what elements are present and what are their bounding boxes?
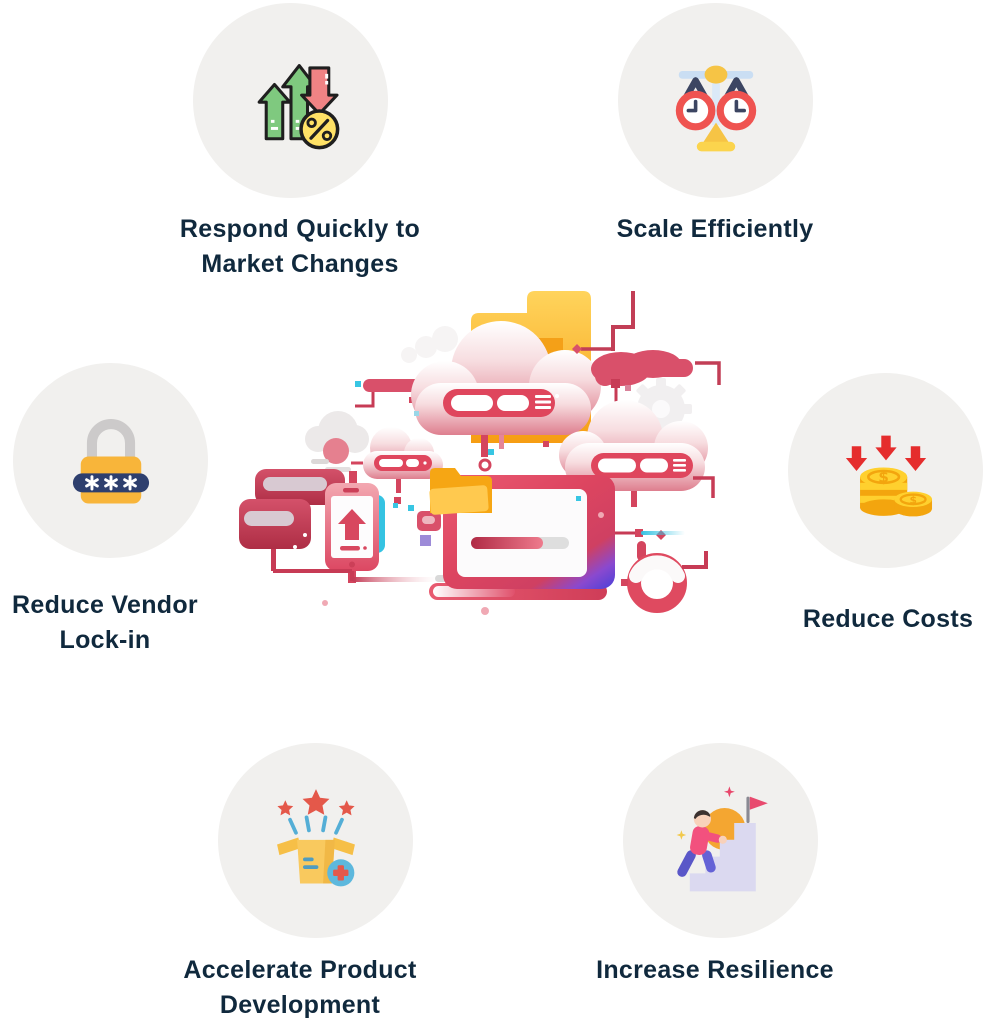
scatter-dots bbox=[322, 411, 604, 615]
benefit-label-reduce-costs: Reduce Costs bbox=[738, 602, 983, 637]
label-line: Scale Efficiently bbox=[616, 215, 814, 243]
label-line: Accelerate Product bbox=[183, 956, 417, 984]
svg-text:$: $ bbox=[909, 493, 916, 506]
label-line: Reduce Vendor bbox=[12, 591, 198, 619]
label-line: Increase Resilience bbox=[596, 956, 834, 984]
small-gray-cloud bbox=[305, 411, 369, 472]
big-cloud-server-folder bbox=[401, 291, 601, 472]
lifebuoy-icon bbox=[621, 530, 708, 613]
benefit-label-reduce-vendor-lock-in: Reduce Vendor Lock-in bbox=[0, 588, 255, 658]
label-line: Reduce Costs bbox=[802, 605, 974, 633]
benefit-label-respond-quickly: Respond Quickly to Market Changes bbox=[150, 212, 450, 282]
benefit-label-scale-efficiently: Scale Efficiently bbox=[565, 212, 865, 247]
label-line: Market Changes bbox=[201, 250, 399, 278]
bottom-connector-lines bbox=[273, 569, 438, 582]
person-climbing-stairs-icon bbox=[676, 785, 768, 891]
credit-card-icons bbox=[239, 469, 345, 571]
red-cloud-connectors bbox=[572, 291, 721, 404]
monitor-folder-group bbox=[408, 468, 643, 600]
small-cloud-server bbox=[351, 427, 443, 504]
label-line: Development bbox=[219, 991, 381, 1019]
cloud-network-illustration bbox=[239, 291, 721, 615]
password-padlock-icon bbox=[72, 418, 149, 504]
benefit-circle-accelerate-product-development bbox=[218, 743, 413, 938]
growth-arrows-percent-icon bbox=[257, 63, 339, 149]
svg-text:$: $ bbox=[878, 468, 889, 486]
benefit-label-accelerate-product-development: Accelerate Product Development bbox=[130, 953, 470, 1023]
open-box-stars-icon bbox=[276, 788, 355, 886]
benefit-label-increase-resilience: Increase Resilience bbox=[545, 953, 885, 988]
balance-scale-clocks-icon bbox=[675, 65, 756, 151]
benefit-circle-reduce-costs: $ $ bbox=[788, 373, 983, 568]
benefit-circle-scale-efficiently bbox=[618, 3, 813, 198]
smartphone-upload-icon bbox=[325, 471, 385, 583]
benefit-circle-increase-resilience bbox=[623, 743, 818, 938]
coins-cost-down-icon: $ $ bbox=[845, 435, 932, 516]
label-line: Respond Quickly to bbox=[179, 215, 421, 243]
benefit-circle-reduce-vendor-lock-in bbox=[13, 363, 208, 558]
benefit-circle-respond-quickly bbox=[193, 3, 388, 198]
label-line: Lock-in bbox=[59, 626, 151, 654]
